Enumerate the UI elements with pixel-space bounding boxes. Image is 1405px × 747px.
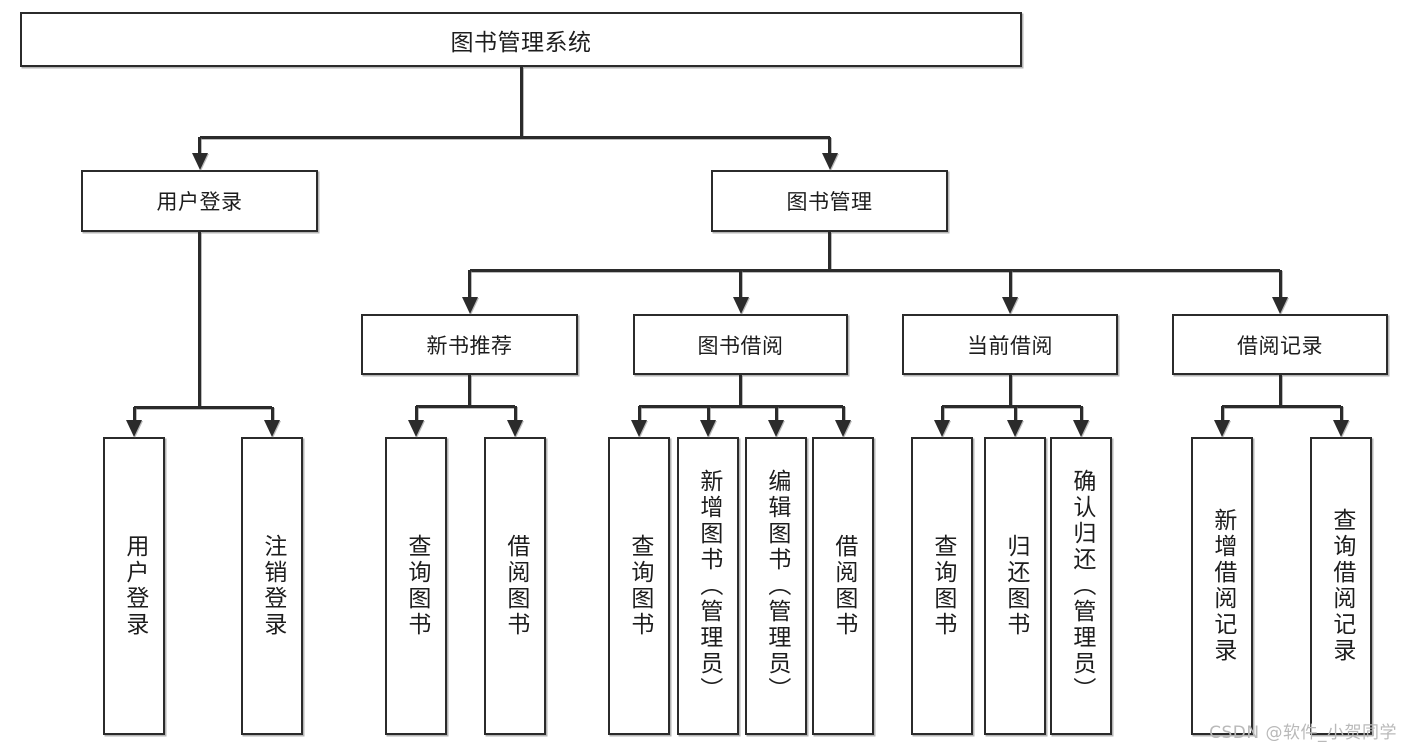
connector-drop-leaf-logout-login [270,407,274,420]
connector-arrowhead [507,420,523,437]
connector-bus-current-borrow [942,404,1081,408]
node-label: 归还图书 [1002,534,1029,638]
connector-drop-leaf-query-book-1 [414,406,418,420]
leaf-leaf-query-borrow-record[interactable]: 查询借阅记录 [1310,437,1372,735]
connector-drop-leaf-add-borrow-record [1220,406,1224,420]
node-label: 图书管理 [786,190,873,214]
connector-bus-borrow-record [1222,404,1341,408]
connector-bus-user-login [134,405,272,409]
node-label: 查询图书 [403,534,430,638]
node-label: 新增图书（管理员） [695,469,722,703]
node-label: 注销登录 [259,534,286,638]
leaf-leaf-query-book-1[interactable]: 查询图书 [385,437,447,735]
node-label: 查询图书 [626,534,653,638]
leaf-leaf-user-login[interactable]: 用户登录 [103,437,165,735]
node-root[interactable]: 图书管理系统 [20,12,1022,67]
connector-bus-new-book-recommend [416,404,515,408]
connector-stem-new-book-recommend [468,375,471,406]
connector-stem-borrow-record [1278,375,1282,406]
connector-drop-leaf-query-borrow-record [1339,406,1343,420]
connector-drop-leaf-add-book-admin [706,406,710,420]
connector-drop-new-book-recommend [468,270,471,297]
connector-bus-level3 [469,268,1280,272]
leaf-leaf-query-book-2[interactable]: 查询图书 [608,437,670,735]
connector-drop-borrow-record [1278,270,1282,297]
connector-arrowhead [1333,420,1349,437]
node-book-manage[interactable]: 图书管理 [711,170,948,232]
connector-arrowhead [126,420,142,437]
leaf-leaf-return-book[interactable]: 归还图书 [984,437,1046,735]
connector-bus-level2 [199,135,830,139]
connector-arrowhead [1073,420,1089,437]
connector-arrowhead [768,420,784,437]
connector-arrowhead [934,420,950,437]
node-current-borrow[interactable]: 当前借阅 [902,314,1118,375]
connector-stem-user-login [198,232,201,407]
connector-drop-leaf-borrow-book-2 [841,406,845,420]
connector-stem-book-borrow [739,375,742,406]
leaf-leaf-add-book-admin[interactable]: 新增图书（管理员） [677,437,739,735]
connector-arrowhead [1002,297,1018,314]
leaf-leaf-add-borrow-record[interactable]: 新增借阅记录 [1191,437,1253,735]
node-label: 借阅图书 [502,534,529,638]
connector-arrowhead [1272,297,1288,314]
leaf-leaf-query-book-3[interactable]: 查询图书 [911,437,973,735]
connector-stem-book-manage [828,232,831,270]
connector-drop-book-manage [828,137,831,153]
connector-drop-current-borrow [1008,270,1012,297]
connector-arrowhead [408,420,424,437]
connector-drop-leaf-query-book-3 [940,406,944,420]
node-label: 用户登录 [121,534,148,638]
connector-root-stem [519,67,523,137]
node-label: 图书借阅 [697,333,784,358]
node-label: 借阅记录 [1237,333,1323,358]
node-label: 用户登录 [156,190,243,214]
connector-drop-leaf-return-book [1013,406,1017,420]
node-label: 新增借阅记录 [1209,508,1236,664]
connector-arrowhead [461,297,478,314]
leaf-leaf-edit-book-admin[interactable]: 编辑图书（管理员） [745,437,807,735]
connector-arrowhead [732,297,749,314]
node-label: 查询图书 [929,534,956,638]
connector-drop-leaf-user-login [132,407,136,420]
connector-drop-leaf-borrow-book-1 [513,406,517,420]
node-user-login[interactable]: 用户登录 [81,170,318,232]
connector-arrowhead [835,420,851,437]
leaf-leaf-borrow-book-2[interactable]: 借阅图书 [812,437,874,735]
connector-drop-user-login [198,137,201,153]
node-new-book-recommend[interactable]: 新书推荐 [361,314,578,375]
node-label: 图书管理系统 [450,29,592,56]
connector-arrowhead [191,153,208,170]
connector-bus-book-borrow [639,404,843,408]
connector-arrowhead [264,420,280,437]
connector-arrowhead [1007,420,1023,437]
connector-arrowhead [700,420,716,437]
node-label: 新书推荐 [426,333,513,358]
node-label: 编辑图书（管理员） [763,469,790,703]
connector-drop-leaf-confirm-return [1079,406,1083,420]
node-book-borrow[interactable]: 图书借阅 [633,314,848,375]
connector-stem-current-borrow [1008,375,1012,406]
connector-drop-leaf-query-book-2 [637,406,641,420]
leaf-leaf-borrow-book-1[interactable]: 借阅图书 [484,437,546,735]
leaf-leaf-confirm-return[interactable]: 确认归还（管理员） [1050,437,1112,735]
leaf-leaf-logout-login[interactable]: 注销登录 [241,437,303,735]
node-label: 借阅图书 [830,534,857,638]
connector-arrowhead [821,153,838,170]
connector-drop-leaf-edit-book-admin [774,406,778,420]
node-label: 确认归还（管理员） [1068,469,1095,703]
connector-drop-book-borrow [739,270,742,297]
node-label: 查询借阅记录 [1328,508,1355,664]
node-borrow-record[interactable]: 借阅记录 [1172,314,1388,375]
node-label: 当前借阅 [967,333,1053,358]
connector-arrowhead [1214,420,1230,437]
connector-arrowhead [631,420,647,437]
